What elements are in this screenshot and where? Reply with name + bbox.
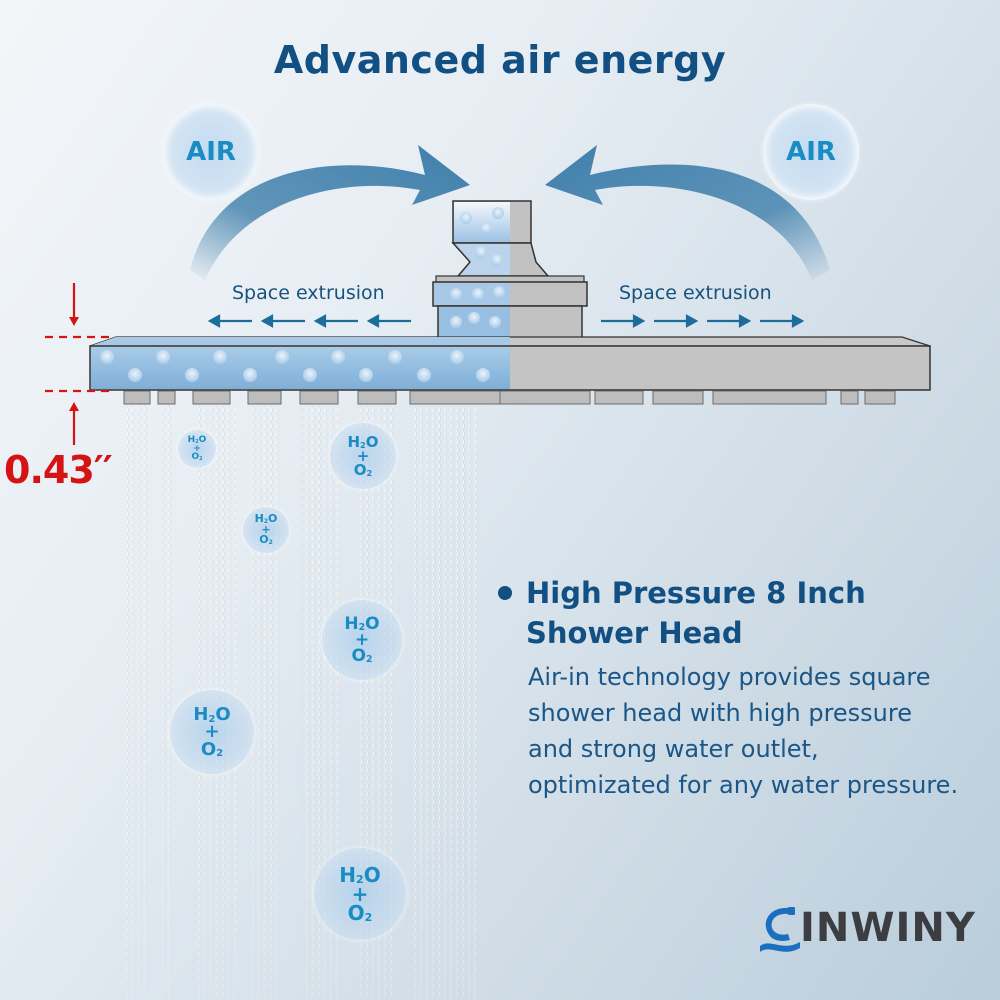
wave-logo-icon <box>760 907 800 952</box>
curved-arrow-right-icon <box>545 145 830 280</box>
arrow-left-icon <box>207 314 411 328</box>
brand-logo: INWINY <box>760 902 976 954</box>
air-label: AIR <box>186 137 236 167</box>
feature-description: Air-in technology provides square shower… <box>528 663 959 799</box>
brand-name: INWINY <box>800 905 976 951</box>
water-streams <box>124 405 476 1000</box>
space-extrusion-left-label: Space extrusion <box>232 282 385 304</box>
air-bubble-left: AIR <box>163 104 259 200</box>
space-extrusion-right-label: Space extrusion <box>619 282 772 304</box>
air-bubble-right: AIR <box>763 104 859 200</box>
shower-head-plate <box>89 336 931 391</box>
shower-connector <box>432 200 588 343</box>
h2o-o2-bubble: H2O + O2 <box>170 690 254 774</box>
bullet-icon <box>498 586 512 600</box>
feature-block: High Pressure 8 Inch Shower Head Air-in … <box>498 573 988 803</box>
page-title: Advanced air energy <box>273 38 727 82</box>
curved-arrow-left-icon <box>190 145 470 280</box>
h2o-o2-bubble: H2O + O2 <box>243 507 289 553</box>
feature-title: High Pressure 8 Inch Shower Head <box>526 576 866 650</box>
dimension-value: 0.43′′ <box>4 448 113 492</box>
h2o-o2-bubble: H2O + O2 <box>178 430 216 468</box>
air-label: AIR <box>786 137 836 167</box>
arrow-right-icon <box>601 314 805 328</box>
h2o-o2-bubble: H2O + O2 <box>314 848 406 940</box>
h2o-o2-bubble: H2O + O2 <box>322 600 402 680</box>
h2o-o2-bubble: H2O + O2 <box>330 423 396 489</box>
dimension-marker <box>45 283 112 445</box>
nozzle-row <box>123 390 896 405</box>
